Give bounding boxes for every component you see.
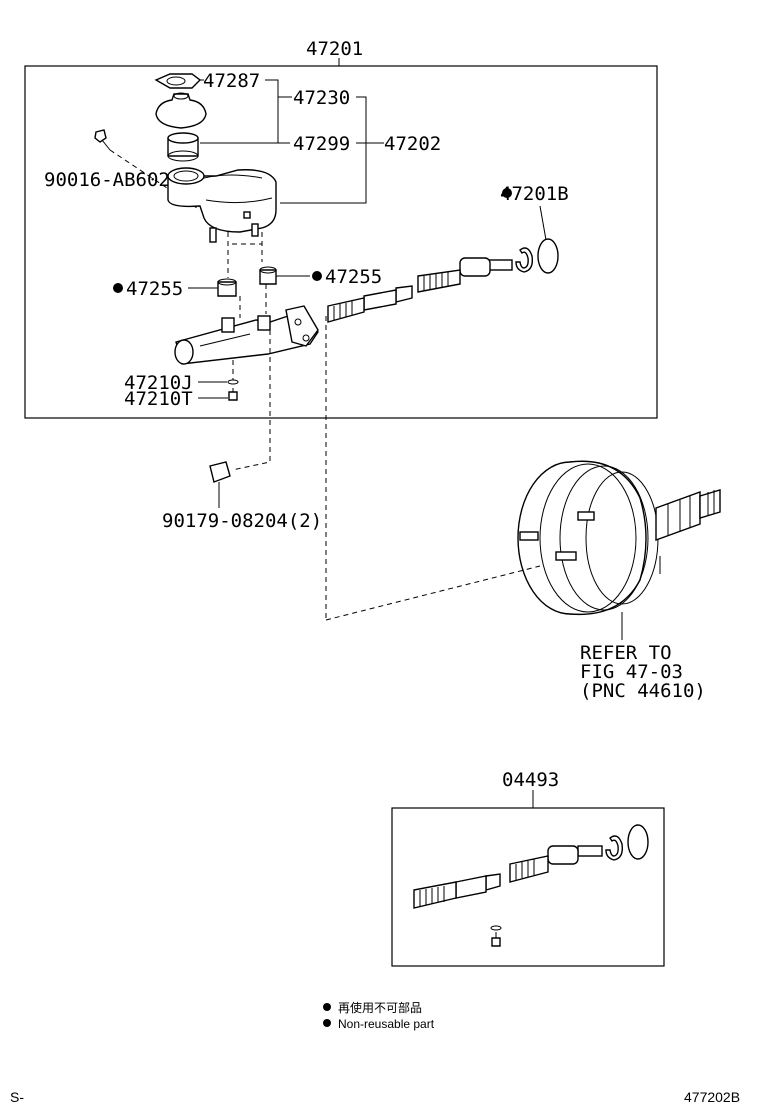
ring-part — [227, 379, 239, 385]
reservoir-part — [167, 167, 277, 243]
label-nut: 90179-08204(2) — [162, 510, 322, 532]
legend-jp: 再使用不可部品 — [338, 1000, 422, 1015]
legend-dot-en — [323, 1019, 331, 1027]
primary-piston-part — [417, 257, 513, 293]
label-strainer: 47299 — [293, 133, 350, 155]
kit-parts — [413, 824, 649, 947]
snap-ring-part — [515, 247, 534, 273]
o-ring-part — [537, 238, 559, 274]
strainer-part — [167, 132, 199, 162]
label-bleeder: 47210T — [124, 388, 193, 410]
label-grommet-right: 47255 — [325, 266, 382, 288]
refer-line-2: FIG 47-03 — [580, 661, 683, 683]
label-gasket: 47287 — [203, 70, 260, 92]
non-reusable-dot-grommet-left — [113, 283, 123, 293]
assembly-box — [24, 65, 658, 419]
label-kit: 47201B — [500, 183, 569, 205]
screw-part — [94, 129, 111, 151]
label-kit-box: 04493 — [502, 769, 559, 791]
legend-en: Non-reusable part — [338, 1017, 435, 1031]
gasket-part — [154, 73, 202, 89]
label-ring: 47210J — [124, 372, 193, 394]
label-screw: 90016-AB602 — [44, 169, 170, 191]
footer-right: 477202B — [684, 1089, 740, 1105]
secondary-piston-part — [327, 285, 413, 323]
label-grommet-left: 47255 — [126, 278, 183, 300]
grommet-left-part — [217, 281, 237, 297]
non-reusable-dot-kit — [502, 188, 512, 198]
brake-booster-part — [517, 460, 721, 616]
grommet-right-part — [259, 269, 277, 285]
footer-left: S- — [10, 1089, 24, 1105]
kit-box — [391, 807, 665, 967]
label-cap-assy: 47230 — [293, 87, 350, 109]
label-reservoir-assy: 47202 — [384, 133, 441, 155]
refer-line-3: (PNC 44610) — [580, 680, 706, 702]
refer-line-1: REFER TO — [580, 642, 672, 664]
legend-dot-jp — [323, 1003, 331, 1011]
non-reusable-dot-grommet-right — [312, 271, 322, 281]
label-assembly: 47201 — [306, 38, 363, 60]
cap-part — [155, 92, 207, 129]
bleeder-part — [228, 391, 238, 401]
nut-part — [209, 461, 231, 483]
master-cylinder-body — [174, 305, 319, 365]
